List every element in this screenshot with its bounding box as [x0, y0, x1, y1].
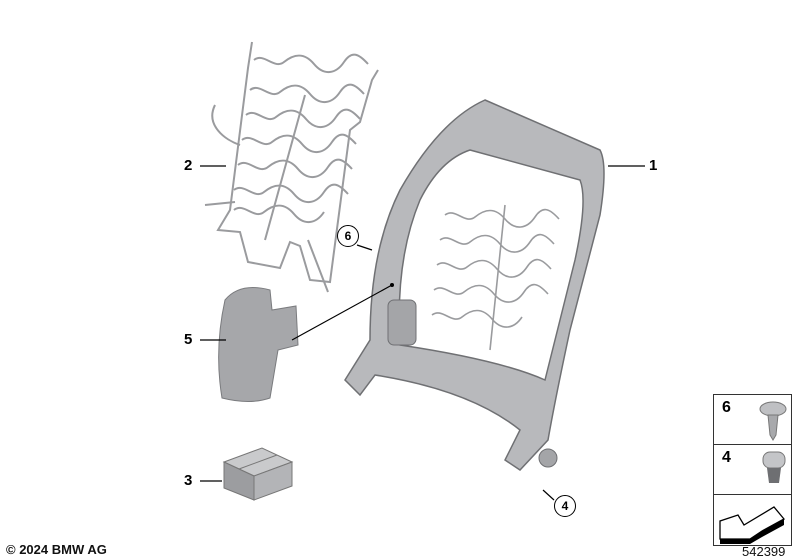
leader-lines — [200, 165, 645, 501]
diagram-number: 542399 — [742, 544, 786, 559]
spring-mat-part-2 — [204, 41, 379, 293]
callout-1[interactable]: 1 — [649, 157, 658, 174]
callout-5[interactable]: 5 — [184, 331, 193, 348]
box-part-3 — [222, 447, 294, 501]
callout-2[interactable]: 2 — [184, 157, 193, 174]
backrest-frame-part-1 — [344, 99, 605, 471]
legend-number: 4 — [722, 449, 731, 466]
cover-part-5 — [218, 287, 299, 402]
callout-6[interactable]: 6 — [337, 225, 359, 247]
copyright: © 2024 BMW AG — [6, 542, 107, 557]
legend-item-4[interactable]: 4 — [714, 445, 791, 495]
screw-torx-icon — [762, 451, 786, 483]
arrow-icon — [719, 506, 786, 544]
legend-number: 6 — [722, 399, 731, 416]
motor — [387, 299, 417, 346]
callout-4[interactable]: 4 — [554, 495, 576, 517]
legend-item-6[interactable]: 6 — [714, 395, 791, 445]
screw-flange-icon — [759, 401, 787, 441]
callout-3[interactable]: 3 — [184, 472, 193, 489]
legend-item-arrow[interactable] — [714, 495, 791, 545]
fastener-legend: 6 4 — [713, 394, 792, 546]
